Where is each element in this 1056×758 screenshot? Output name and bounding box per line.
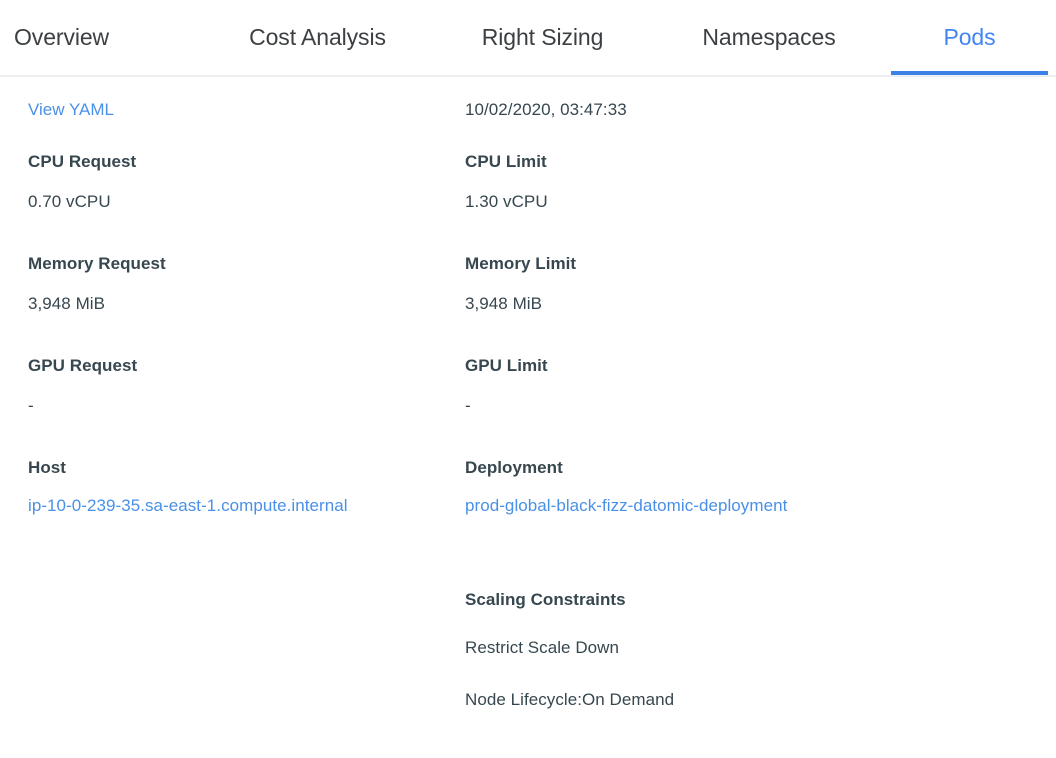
field-memory-limit: Memory Limit 3,948 MiB: [465, 253, 576, 317]
tab-right-sizing-label: Right Sizing: [481, 24, 604, 50]
field-scaling-constraints: Scaling Constraints Restrict Scale Down …: [465, 589, 674, 713]
cpu-request-label: CPU Request: [28, 152, 137, 171]
tab-overview-label: Overview: [14, 24, 110, 50]
field-cpu-request: CPU Request 0.70 vCPU: [28, 151, 136, 215]
field-cpu-limit: CPU Limit 1.30 vCPU: [465, 151, 548, 215]
field-view-yaml: View YAML: [28, 97, 114, 123]
tab-namespaces[interactable]: Namespaces: [655, 0, 883, 75]
scaling-constraint-restrict-scale-down: Restrict Scale Down: [465, 638, 619, 657]
timestamp-value: 10/02/2020, 03:47:33: [465, 100, 627, 119]
gpu-limit-value: -: [465, 396, 471, 415]
gpu-request-value: -: [28, 396, 34, 415]
tab-overview[interactable]: Overview: [0, 0, 205, 75]
tab-pods[interactable]: Pods: [883, 0, 1056, 75]
tab-bar-divider: [0, 75, 1056, 77]
memory-request-value: 3,948 MiB: [28, 294, 105, 313]
field-gpu-request: GPU Request -: [28, 355, 137, 419]
tab-right-sizing[interactable]: Right Sizing: [430, 0, 655, 75]
field-memory-request: Memory Request 3,948 MiB: [28, 253, 166, 317]
tab-pods-label: Pods: [943, 24, 996, 50]
tab-list: Overview Cost Analysis Right Sizing Name…: [0, 0, 1056, 75]
tab-namespaces-label: Namespaces: [702, 24, 836, 50]
tab-cost-analysis[interactable]: Cost Analysis: [205, 0, 430, 75]
field-gpu-limit: GPU Limit -: [465, 355, 548, 419]
tab-cost-analysis-label: Cost Analysis: [249, 24, 386, 50]
field-host: Host ip-10-0-239-35.sa-east-1.compute.in…: [28, 457, 350, 519]
gpu-request-label: GPU Request: [28, 356, 138, 375]
deployment-link[interactable]: prod-global-black-fizz-datomic-deploymen…: [465, 496, 788, 515]
field-timestamp: 10/02/2020, 03:47:33: [465, 97, 627, 123]
field-deployment: Deployment prod-global-black-fizz-datomi…: [465, 457, 841, 519]
view-yaml-link[interactable]: View YAML: [28, 100, 114, 119]
gpu-limit-label: GPU Limit: [465, 356, 548, 375]
cpu-request-value: 0.70 vCPU: [28, 192, 111, 211]
tab-bar: Overview Cost Analysis Right Sizing Name…: [0, 0, 1056, 77]
memory-limit-label: Memory Limit: [465, 254, 577, 273]
deployment-label: Deployment: [465, 458, 563, 477]
cpu-limit-label: CPU Limit: [465, 152, 547, 171]
host-label: Host: [28, 458, 66, 477]
memory-request-label: Memory Request: [28, 254, 166, 273]
scaling-constraint-node-lifecycle: Node Lifecycle:On Demand: [465, 690, 675, 709]
cpu-limit-value: 1.30 vCPU: [465, 192, 548, 211]
scaling-constraints-label: Scaling Constraints: [465, 590, 626, 609]
host-link[interactable]: ip-10-0-239-35.sa-east-1.compute.interna…: [28, 496, 348, 515]
memory-limit-value: 3,948 MiB: [465, 294, 542, 313]
tab-active-underline: [891, 71, 1048, 75]
